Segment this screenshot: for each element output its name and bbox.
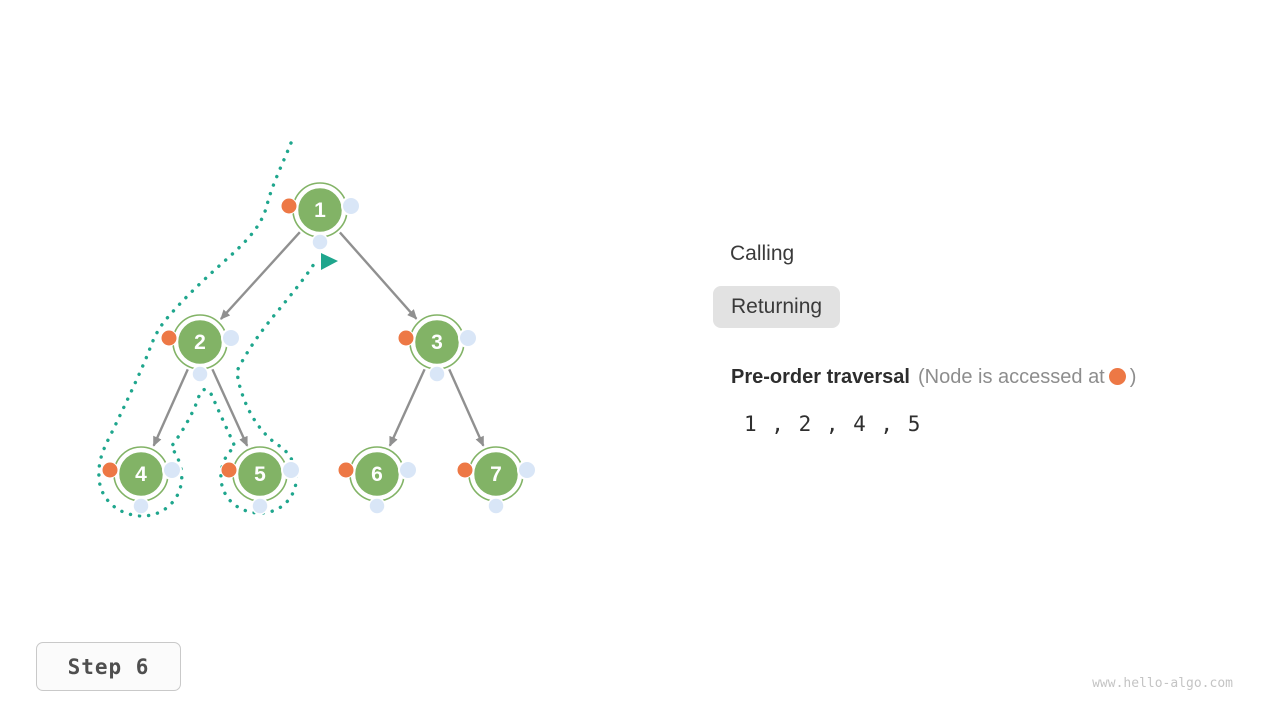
traversal-note-suffix: ): [1129, 366, 1137, 388]
tree-node-3: 3: [397, 314, 478, 383]
traversal-trace-path: [97, 141, 316, 518]
legend: Calling Returning: [713, 240, 841, 328]
traversal-note-prefix: (Node is accessed at: [917, 366, 1105, 388]
traversal-caption: Pre-order traversal (Node is accessed at): [731, 366, 1136, 389]
node-value-label: 4: [135, 463, 147, 486]
aux-dot-bottom-icon: [487, 497, 505, 515]
tree-node-1: 1: [280, 182, 361, 251]
edge-1-3: [339, 231, 418, 320]
node-value-label: 1: [314, 199, 326, 222]
aux-dot-right-icon: [341, 196, 361, 216]
access-dot-icon: [101, 461, 119, 479]
aux-dot-right-icon: [458, 328, 478, 348]
tree-node-7: 7: [456, 446, 537, 515]
traversal-cursor-arrow-icon: [321, 253, 338, 270]
aux-dot-bottom-icon: [132, 497, 150, 515]
tree-node-6: 6: [337, 446, 418, 515]
aux-dot-bottom-icon: [251, 497, 269, 515]
node-value-label: 5: [254, 463, 266, 486]
aux-dot-right-icon: [281, 460, 301, 480]
edge-2-5: [211, 368, 249, 447]
traversal-sequence: 1 , 2 , 4 , 5: [744, 412, 922, 436]
access-dot-icon: [1108, 368, 1126, 385]
step-indicator: Step 6: [36, 642, 181, 691]
access-dot-icon: [397, 329, 415, 347]
edge-3-7: [448, 368, 485, 447]
aux-dot-right-icon: [221, 328, 241, 348]
traversal-title: Pre-order traversal: [731, 366, 910, 388]
access-dot-icon: [456, 461, 474, 479]
binary-tree-diagram: 1 2 3 4 5 6 7: [97, 141, 537, 518]
aux-dot-bottom-icon: [191, 365, 209, 383]
aux-dot-bottom-icon: [311, 233, 329, 251]
watermark: www.hello-algo.com: [1092, 676, 1233, 691]
node-value-label: 3: [431, 331, 443, 354]
aux-dot-right-icon: [162, 460, 182, 480]
legend-returning-badge: Returning: [713, 286, 841, 328]
edge-1-2: [219, 231, 301, 320]
node-value-label: 7: [490, 463, 502, 486]
aux-dot-right-icon: [517, 460, 537, 480]
aux-dot-right-icon: [398, 460, 418, 480]
node-value-label: 2: [194, 331, 206, 354]
access-dot-icon: [220, 461, 238, 479]
node-value-label: 6: [371, 463, 383, 486]
edge-3-6: [388, 368, 426, 447]
tree-node-4: 4: [101, 446, 182, 515]
tree-node-2: 2: [160, 314, 241, 383]
tree-node-5: 5: [220, 446, 301, 515]
step-label: Step 6: [67, 654, 150, 679]
access-dot-icon: [280, 197, 298, 215]
aux-dot-bottom-icon: [428, 365, 446, 383]
access-dot-icon: [337, 461, 355, 479]
aux-dot-bottom-icon: [368, 497, 386, 515]
access-dot-icon: [160, 329, 178, 347]
legend-calling-label: Calling: [730, 242, 795, 265]
edge-2-4: [152, 368, 189, 447]
